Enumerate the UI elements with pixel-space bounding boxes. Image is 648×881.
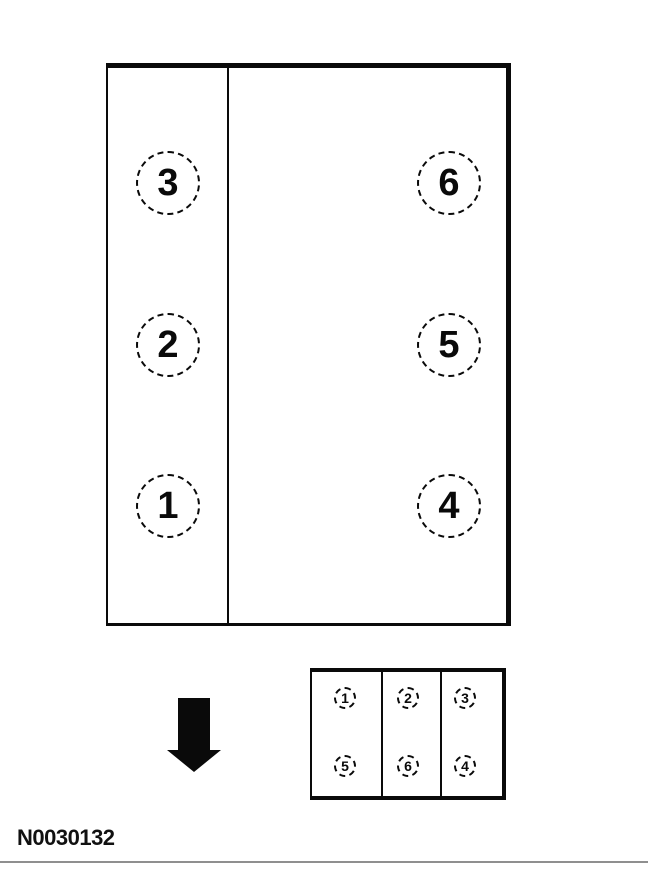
- connector-divider-line: [381, 672, 383, 796]
- connector-terminal-4: 4: [454, 755, 476, 777]
- connector-terminal-1: 1: [334, 687, 356, 709]
- bottom-separator-line: [0, 861, 648, 863]
- connector-terminal-2: 2: [397, 687, 419, 709]
- connector-terminal-5: 5: [334, 755, 356, 777]
- down-arrow-icon: [167, 698, 221, 772]
- engine-cylinder-4: 4: [417, 474, 481, 538]
- engine-cylinder-1: 1: [136, 474, 200, 538]
- engine-bank-divider-line: [227, 68, 229, 623]
- connector-terminal-3: 3: [454, 687, 476, 709]
- engine-cylinder-6: 6: [417, 151, 481, 215]
- engine-cylinder-3: 3: [136, 151, 200, 215]
- figure-reference-label: N0030132: [17, 825, 115, 850]
- connector-terminal-6: 6: [397, 755, 419, 777]
- connector-divider-line: [440, 672, 442, 796]
- engine-cylinder-5: 5: [417, 313, 481, 377]
- engine-cylinder-2: 2: [136, 313, 200, 377]
